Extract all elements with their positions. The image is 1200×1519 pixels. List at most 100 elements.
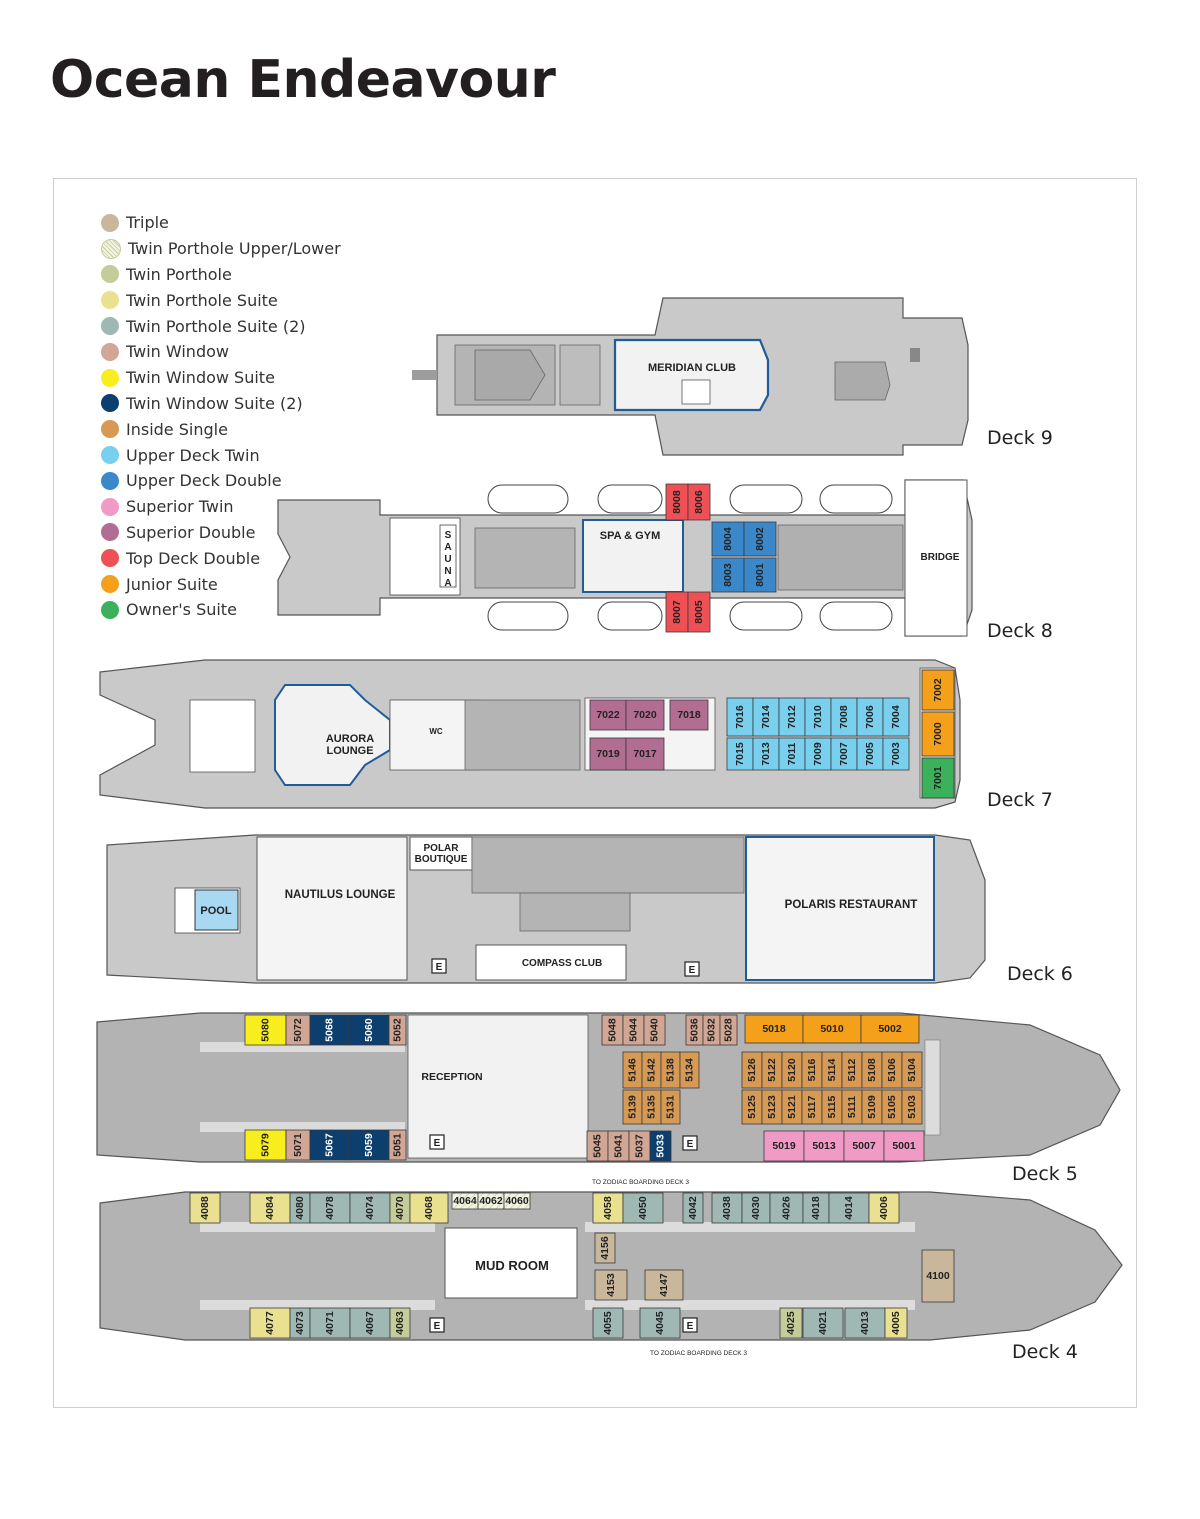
cabin-5019[interactable]: 5019	[763, 1130, 805, 1162]
cabin-4021[interactable]: 4021	[802, 1307, 844, 1339]
cabin-5007[interactable]: 5007	[843, 1130, 885, 1162]
cabin-5146[interactable]: 5146	[622, 1051, 643, 1089]
cabin-5071[interactable]: 5071	[285, 1129, 311, 1161]
cabin-5117[interactable]: 5117	[801, 1089, 823, 1125]
cabin-5079[interactable]: 5079	[244, 1129, 287, 1161]
cabin-7022[interactable]: 7022	[589, 699, 627, 731]
cabin-5060[interactable]: 5060	[348, 1014, 390, 1046]
cabin-5072[interactable]: 5072	[285, 1014, 311, 1046]
cabin-7018[interactable]: 7018	[669, 699, 709, 731]
cabin-4156[interactable]: 4156	[594, 1232, 616, 1264]
cabin-4060[interactable]: 4060	[503, 1192, 531, 1210]
cabin-5106[interactable]: 5106	[881, 1051, 903, 1089]
cabin-5123[interactable]: 5123	[761, 1089, 783, 1125]
cabin-5045[interactable]: 5045	[586, 1130, 609, 1162]
cabin-4030[interactable]: 4030	[741, 1192, 771, 1224]
cabin-5125[interactable]: 5125	[741, 1089, 763, 1125]
cabin-5033[interactable]: 5033	[649, 1130, 672, 1162]
cabin-4084[interactable]: 4084	[249, 1192, 291, 1224]
cabin-5120[interactable]: 5120	[781, 1051, 803, 1089]
cabin-5018[interactable]: 5018	[744, 1014, 804, 1044]
cabin-5116[interactable]: 5116	[801, 1051, 823, 1089]
cabin-5068[interactable]: 5068	[309, 1014, 350, 1046]
cabin-8008[interactable]: 8008	[665, 483, 689, 521]
cabin-4070[interactable]: 4070	[389, 1192, 411, 1224]
cabin-5108[interactable]: 5108	[861, 1051, 883, 1089]
cabin-5028[interactable]: 5028	[719, 1014, 738, 1046]
cabin-5002[interactable]: 5002	[860, 1014, 920, 1044]
cabin-4055[interactable]: 4055	[592, 1307, 624, 1339]
cabin-5138[interactable]: 5138	[660, 1051, 681, 1089]
cabin-5115[interactable]: 5115	[821, 1089, 843, 1125]
cabin-4147[interactable]: 4147	[644, 1269, 684, 1301]
cabin-5041[interactable]: 5041	[607, 1130, 630, 1162]
cabin-4063[interactable]: 4063	[389, 1307, 411, 1339]
cabin-5040[interactable]: 5040	[643, 1014, 666, 1046]
cabin-5126[interactable]: 5126	[741, 1051, 763, 1089]
cabin-8005[interactable]: 8005	[687, 591, 711, 633]
cabin-5134[interactable]: 5134	[679, 1051, 700, 1089]
cabin-7009[interactable]: 7009	[804, 737, 832, 771]
cabin-5142[interactable]: 5142	[641, 1051, 662, 1089]
cabin-4014[interactable]: 4014	[828, 1192, 870, 1224]
cabin-7014[interactable]: 7014	[752, 697, 780, 737]
cabin-5013[interactable]: 5013	[803, 1130, 845, 1162]
cabin-4071[interactable]: 4071	[309, 1307, 351, 1339]
cabin-5032[interactable]: 5032	[702, 1014, 721, 1046]
cabin-5010[interactable]: 5010	[802, 1014, 862, 1044]
cabin-4088[interactable]: 4088	[189, 1192, 221, 1224]
cabin-5105[interactable]: 5105	[881, 1089, 903, 1125]
cabin-7006[interactable]: 7006	[856, 697, 884, 737]
cabin-7020[interactable]: 7020	[625, 699, 665, 731]
cabin-4045[interactable]: 4045	[639, 1307, 681, 1339]
cabin-5001[interactable]: 5001	[883, 1130, 925, 1162]
cabin-7000[interactable]: 7000	[921, 711, 955, 757]
cabin-7008[interactable]: 7008	[830, 697, 858, 737]
cabin-5080[interactable]: 5080	[244, 1014, 287, 1046]
cabin-5111[interactable]: 5111	[841, 1089, 863, 1125]
cabin-5037[interactable]: 5037	[628, 1130, 651, 1162]
cabin-7007[interactable]: 7007	[830, 737, 858, 771]
cabin-7015[interactable]: 7015	[726, 737, 754, 771]
cabin-5036[interactable]: 5036	[685, 1014, 704, 1046]
cabin-5121[interactable]: 5121	[781, 1089, 803, 1125]
cabin-4074[interactable]: 4074	[349, 1192, 391, 1224]
cabin-5103[interactable]: 5103	[901, 1089, 923, 1125]
cabin-4100[interactable]: 4100	[921, 1249, 955, 1303]
cabin-4042[interactable]: 4042	[682, 1192, 704, 1224]
cabin-4026[interactable]: 4026	[769, 1192, 804, 1224]
cabin-4077[interactable]: 4077	[249, 1307, 291, 1339]
cabin-5051[interactable]: 5051	[388, 1129, 407, 1161]
cabin-4062[interactable]: 4062	[477, 1192, 505, 1210]
cabin-7017[interactable]: 7017	[625, 737, 665, 771]
cabin-4064[interactable]: 4064	[451, 1192, 479, 1210]
cabin-4038[interactable]: 4038	[711, 1192, 743, 1224]
cabin-4013[interactable]: 4013	[844, 1307, 886, 1339]
cabin-7019[interactable]: 7019	[589, 737, 627, 771]
cabin-7004[interactable]: 7004	[882, 697, 910, 737]
cabin-7016[interactable]: 7016	[726, 697, 754, 737]
cabin-7005[interactable]: 7005	[856, 737, 884, 771]
cabin-4153[interactable]: 4153	[594, 1269, 628, 1301]
cabin-8004[interactable]: 8004	[711, 521, 745, 557]
cabin-5104[interactable]: 5104	[901, 1051, 923, 1089]
cabin-8006[interactable]: 8006	[687, 483, 711, 521]
cabin-4068[interactable]: 4068	[409, 1192, 449, 1224]
cabin-7011[interactable]: 7011	[778, 737, 806, 771]
cabin-5135[interactable]: 5135	[641, 1089, 662, 1125]
cabin-5059[interactable]: 5059	[348, 1129, 390, 1161]
cabin-7003[interactable]: 7003	[882, 737, 910, 771]
cabin-5139[interactable]: 5139	[622, 1089, 643, 1125]
cabin-4050[interactable]: 4050	[622, 1192, 664, 1224]
cabin-8003[interactable]: 8003	[711, 557, 745, 593]
cabin-5112[interactable]: 5112	[841, 1051, 863, 1089]
cabin-8002[interactable]: 8002	[743, 521, 777, 557]
cabin-4006[interactable]: 4006	[868, 1192, 900, 1224]
cabin-5131[interactable]: 5131	[660, 1089, 681, 1125]
cabin-8001[interactable]: 8001	[743, 557, 777, 593]
cabin-4005[interactable]: 4005	[884, 1307, 908, 1339]
cabin-5067[interactable]: 5067	[309, 1129, 350, 1161]
cabin-4078[interactable]: 4078	[309, 1192, 351, 1224]
cabin-7012[interactable]: 7012	[778, 697, 806, 737]
cabin-5044[interactable]: 5044	[622, 1014, 645, 1046]
